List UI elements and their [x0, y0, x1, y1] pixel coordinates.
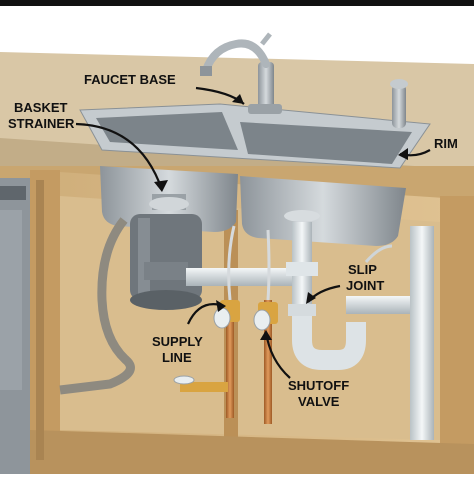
label-basket-strainer-2: STRAINER — [8, 116, 75, 131]
label-faucet-base: FAUCET BASE — [84, 72, 176, 87]
dishwasher — [0, 178, 30, 474]
label-slip-joint-2: JOINT — [346, 278, 384, 293]
top-border — [0, 0, 474, 6]
wall — [0, 6, 474, 56]
label-shutoff-valve-2: VALVE — [298, 394, 340, 409]
label-supply-line-1: SUPPLY — [152, 334, 203, 349]
label-shutoff-valve-1: SHUTOFF — [288, 378, 349, 393]
right-basket-strainer — [284, 210, 320, 222]
sprayer — [390, 79, 408, 128]
label-rim: RIM — [434, 136, 458, 151]
label-supply-line-2: LINE — [162, 350, 192, 365]
label-basket-strainer-1: BASKET — [14, 100, 68, 115]
label-slip-joint-1: SLIP — [348, 262, 377, 277]
right-basin — [240, 176, 406, 246]
